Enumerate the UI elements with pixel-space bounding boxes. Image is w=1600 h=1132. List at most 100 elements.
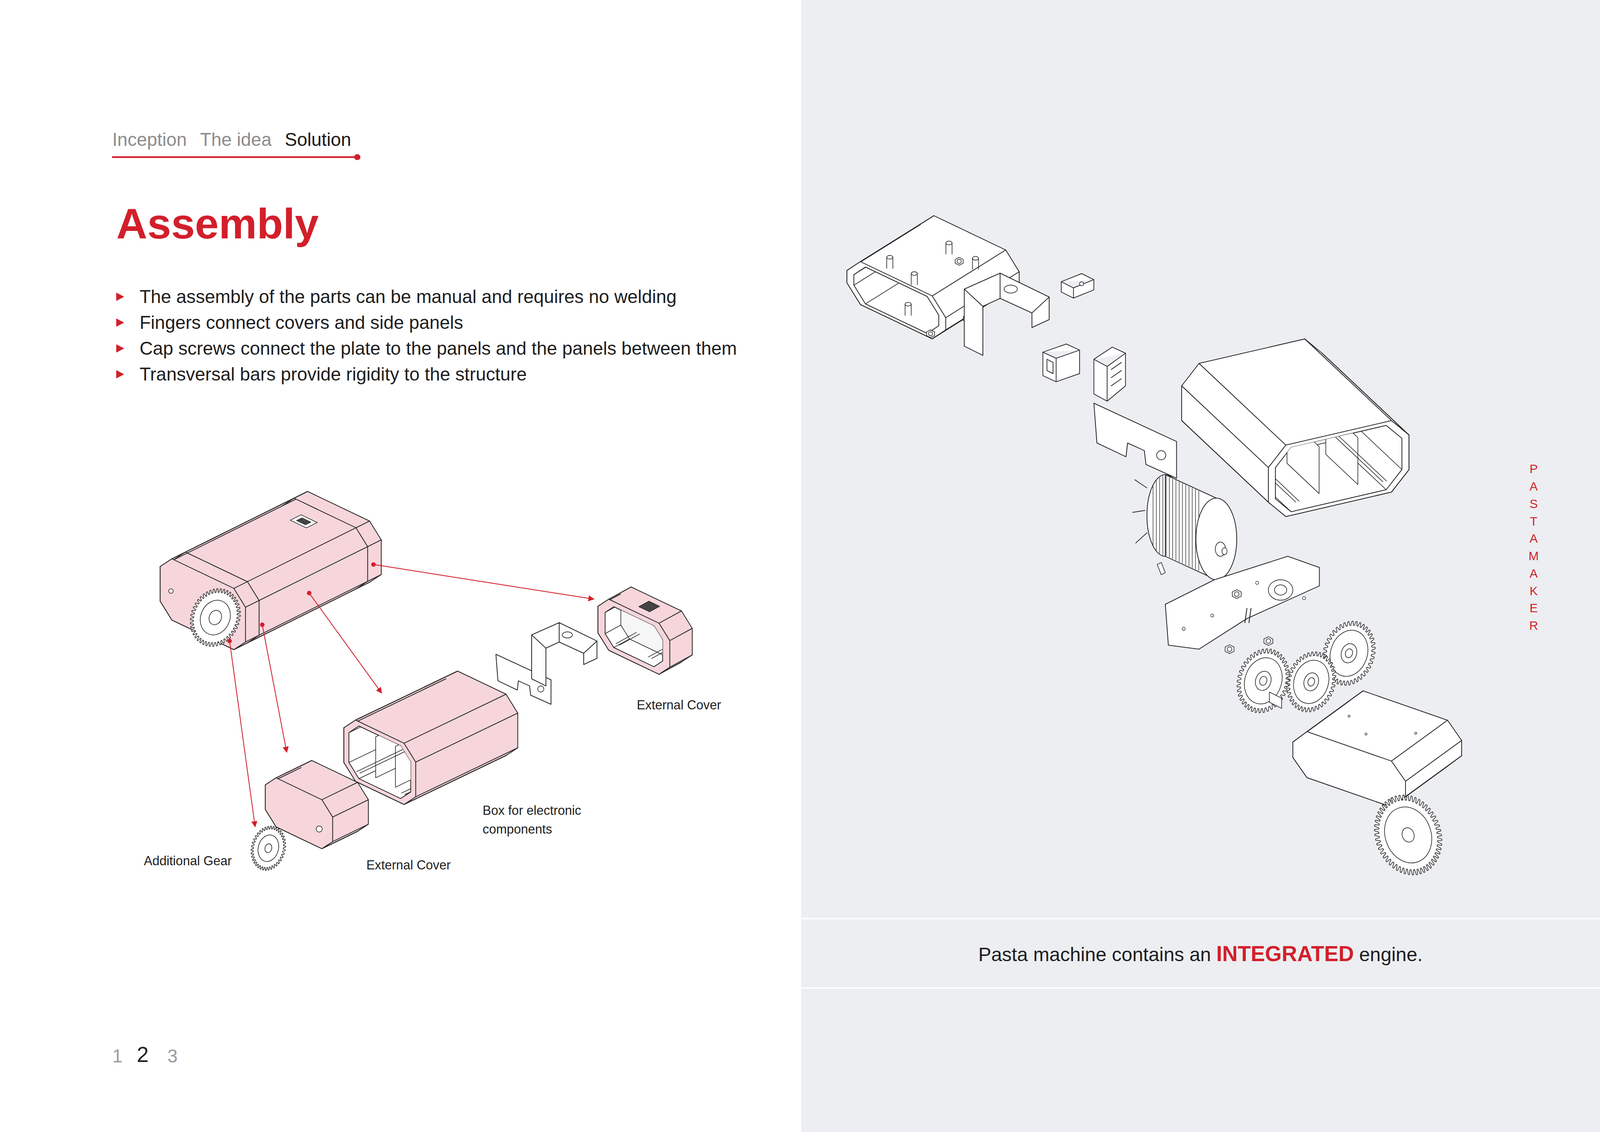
layout-part (1222, 547, 1228, 555)
interior (348, 691, 483, 799)
layout-part (1175, 480, 1177, 560)
caption-band: Pasta machine contains anINTEGRATEDengin… (800, 940, 1600, 967)
plate-hole (537, 685, 545, 693)
layout-part (927, 271, 968, 297)
layout-part (1156, 450, 1166, 460)
layout-part (316, 825, 323, 833)
pin (1157, 562, 1166, 575)
layout-part (1238, 652, 1289, 709)
page-title: Assembly (116, 200, 319, 248)
interior (1223, 376, 1403, 512)
layout-part (1004, 285, 1018, 293)
layout-part (195, 595, 236, 640)
layout-part (360, 738, 432, 773)
nut (955, 257, 963, 266)
layout-part (1400, 825, 1417, 844)
layout-part (1306, 676, 1316, 688)
layout-part (1156, 480, 1157, 550)
layout-part (1405, 740, 1462, 782)
layout-part (597, 586, 693, 674)
layout-part (1237, 648, 1290, 713)
bullet-row: Fingers connect covers and side panels (116, 311, 463, 334)
additional-gear (251, 825, 286, 870)
layout-part (1234, 591, 1240, 597)
layout-part (1391, 720, 1448, 761)
motor-plate (1165, 556, 1320, 650)
layout-part (356, 737, 428, 772)
layout-part (654, 617, 670, 626)
layout-part (1178, 482, 1180, 562)
bullet-row: Cap screws connect the plate to the pane… (116, 337, 737, 360)
layout-part (613, 597, 630, 607)
boss (945, 240, 953, 254)
bullet-text: Transversal bars provide rigidity to the… (139, 363, 527, 386)
layout-part (1239, 462, 1292, 512)
boss (905, 302, 912, 315)
layout-part (945, 242, 946, 255)
layout-part (404, 694, 507, 744)
interior (605, 597, 679, 667)
layout-part (972, 256, 979, 260)
layout-part (1169, 477, 1170, 558)
layout-part (886, 257, 887, 269)
layout-part (1255, 581, 1259, 585)
nut (1232, 589, 1242, 599)
layout-part (662, 631, 679, 640)
layout-part (917, 273, 918, 285)
layout-part (1199, 363, 1286, 445)
side-plate (1093, 402, 1177, 478)
clip-part (1061, 273, 1094, 298)
layout-part (605, 625, 621, 634)
layout-part (1287, 655, 1335, 708)
layout-part (1159, 477, 1160, 553)
bullet-row: Transversal bars provide rigidity to the… (116, 363, 527, 386)
layout-part (343, 670, 518, 805)
layout-part (404, 755, 507, 805)
transversal-bar (531, 622, 598, 686)
nut (1263, 636, 1273, 646)
layout-part (964, 272, 1050, 355)
layout-part (343, 678, 446, 728)
layout-part (945, 240, 953, 245)
label-holder: External Cover (366, 857, 451, 873)
main-housing (1181, 338, 1410, 517)
layout-part (927, 307, 968, 334)
assembled-housing (160, 491, 381, 650)
layout-part (957, 259, 962, 264)
layout-part (1181, 338, 1410, 517)
layout-part (1162, 475, 1163, 555)
mounted-gear (190, 588, 241, 647)
layout-part (1227, 646, 1233, 652)
layout-part (1330, 432, 1383, 482)
caption-text: engine. (1359, 942, 1423, 967)
band-line (800, 917, 1600, 920)
boss (562, 631, 573, 638)
layout-part (1286, 651, 1336, 712)
layout-part (659, 610, 682, 623)
layout-part (404, 760, 476, 795)
layout-part (1093, 402, 1177, 478)
layout-part (1172, 478, 1173, 559)
bullet-text: Fingers connect covers and side panels (139, 311, 464, 334)
layout-part (1135, 532, 1148, 543)
switch (1093, 347, 1126, 402)
layout-part (1334, 431, 1387, 481)
nav-item: Inception (112, 128, 187, 151)
layout-part (1192, 487, 1193, 568)
layout-part (860, 215, 934, 262)
layout-part (1301, 670, 1321, 693)
arrow-origin (371, 562, 376, 567)
label-holder: External Cover (636, 697, 721, 713)
layout-part (1268, 420, 1409, 517)
explode-arrow (229, 640, 255, 827)
explode-arrow (309, 592, 382, 693)
boss (886, 255, 893, 269)
label-holder: 3 (167, 1045, 178, 1068)
page-number: 1 (112, 1045, 123, 1068)
layout-part (1152, 485, 1154, 545)
layout-part (160, 499, 296, 567)
layout-part (865, 241, 906, 268)
nut (926, 330, 935, 338)
arrow-origin (307, 590, 312, 596)
